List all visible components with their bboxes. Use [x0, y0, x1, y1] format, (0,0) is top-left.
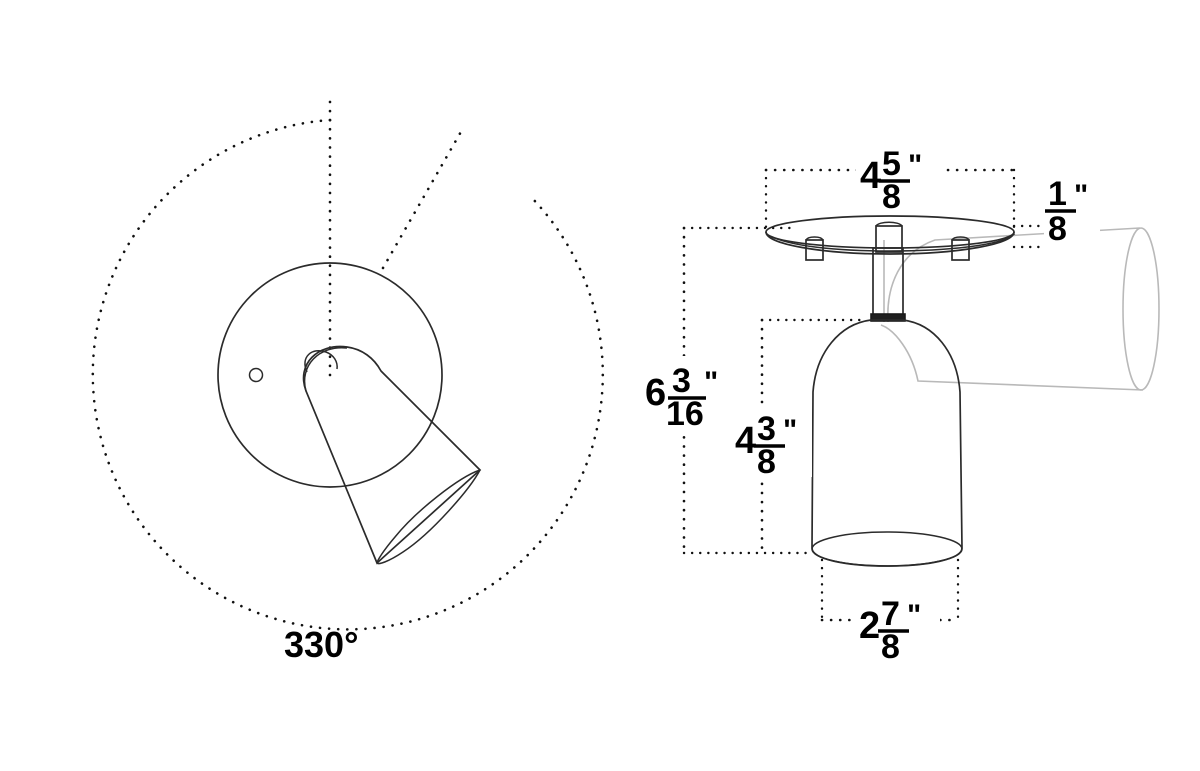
svg-text:8: 8: [757, 443, 776, 481]
dimension-shade-diameter-label: 2 7 8 ": [856, 590, 940, 666]
svg-text:2: 2: [859, 605, 880, 647]
shade-opening: [811, 531, 963, 567]
svg-text:3: 3: [757, 410, 776, 448]
rotation-angle-label: 330°: [284, 624, 358, 665]
svg-text:6: 6: [645, 372, 666, 414]
plate-post-center: [875, 221, 903, 253]
svg-text:8: 8: [882, 178, 901, 216]
svg-text:8: 8: [1048, 210, 1067, 248]
plate-post-left: [805, 236, 824, 261]
svg-text:3: 3: [672, 362, 691, 400]
radius-line-angled: [381, 128, 464, 270]
svg-text:1: 1: [1048, 175, 1067, 213]
rotation-arc: [91, 118, 605, 631]
plate-post-right: [951, 236, 970, 261]
side-view: [682, 168, 1160, 622]
svg-text:7: 7: [881, 595, 900, 633]
svg-text:4: 4: [735, 420, 756, 462]
dimension-plate-diameter-label: 4 5 8 ": [856, 140, 942, 216]
svg-text:330°: 330°: [284, 624, 358, 665]
shade: [811, 319, 963, 567]
svg-text:4: 4: [860, 155, 881, 197]
svg-text:8: 8: [881, 628, 900, 666]
lamp-head: [302, 345, 482, 565]
screw-hole: [248, 367, 264, 383]
pivot-joint: [304, 350, 338, 373]
svg-text:5: 5: [882, 145, 901, 183]
dimension-plate-thickness-label: 1 8 ": [1044, 172, 1100, 248]
ghost-lamp-rotated: [880, 227, 1160, 391]
dimension-shade-height-label: 4 3 8 ": [732, 405, 812, 481]
wall-plate: [217, 262, 443, 488]
svg-text:": ": [783, 414, 797, 447]
socket-collar: [870, 313, 906, 322]
front-view: 330°: [91, 91, 605, 665]
svg-text:": ": [907, 599, 921, 632]
svg-text:": ": [908, 149, 922, 182]
stem: [870, 247, 906, 322]
dimension-overall-height-label: 6 3 16 ": [642, 356, 728, 433]
svg-text:": ": [1074, 179, 1088, 212]
svg-text:": ": [704, 366, 718, 399]
svg-text:16: 16: [666, 395, 704, 433]
